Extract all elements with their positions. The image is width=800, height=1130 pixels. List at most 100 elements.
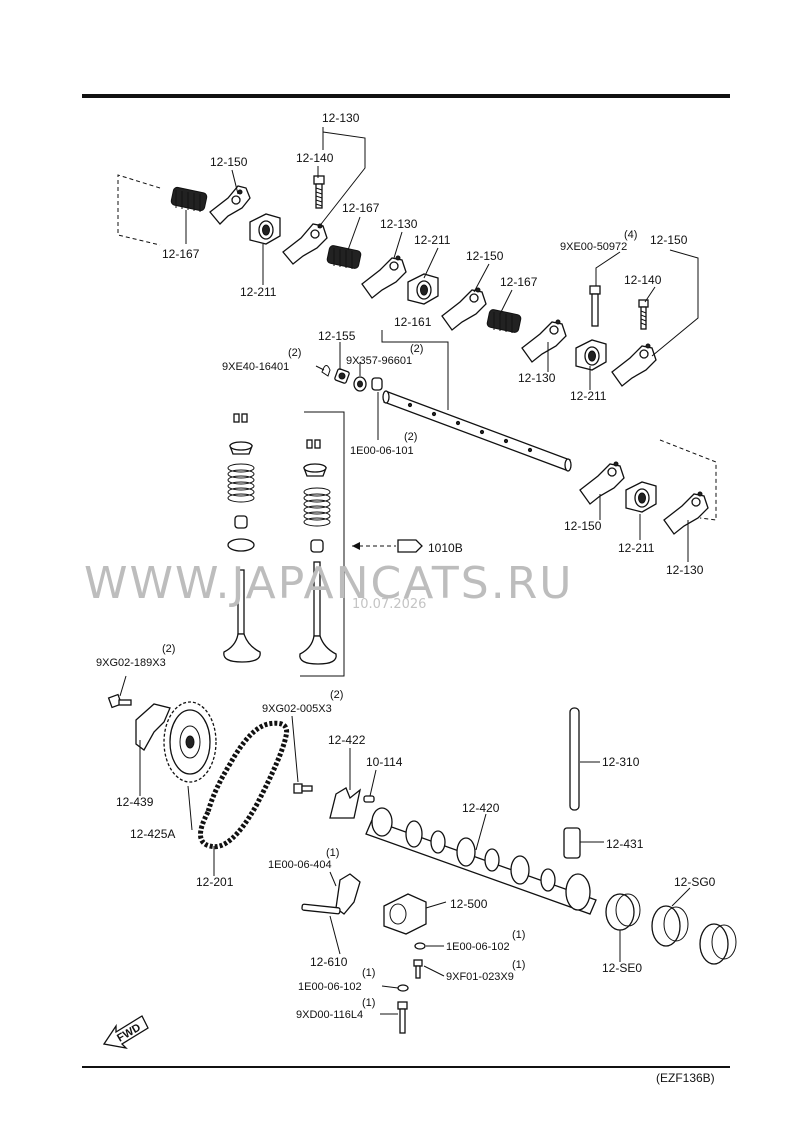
label-12-422: 12-422 xyxy=(328,733,366,747)
label-9xe00-50972: 9XE00-50972 xyxy=(560,241,627,253)
rocker-arm-12-150-d xyxy=(579,461,625,505)
label-12-211-c: 12-211 xyxy=(570,389,607,403)
bolt-12-140-top xyxy=(313,175,325,209)
label-1e00-06-102a: 1E00-06-102 xyxy=(446,941,510,953)
bolt-9xg02-005x3 xyxy=(293,783,313,794)
part-labels: 12-130 12-140 12-150 12-167 12-211 12-16… xyxy=(96,111,716,1021)
gear-12-610 xyxy=(301,873,361,915)
sprocket-12-425a xyxy=(163,701,217,783)
label-9xe40-qty: (2) xyxy=(288,347,301,359)
label-1e00-06-102a-qty: (1) xyxy=(512,929,525,941)
label-1010b: 1010B xyxy=(428,541,463,555)
label-12-431: 12-431 xyxy=(606,837,644,851)
spring-12-167-a xyxy=(170,186,208,212)
label-9x357-qty: (2) xyxy=(410,343,423,355)
housing-12-500 xyxy=(383,893,427,935)
washer-1e00-06-102-b xyxy=(397,984,409,992)
rocker-arm-12-130-a xyxy=(282,223,328,265)
label-12-150-c: 12-150 xyxy=(650,233,688,247)
bracket-12-211-a xyxy=(249,213,281,245)
timing-chain-12-201 xyxy=(198,720,290,850)
label-9xg02-189-qty: (2) xyxy=(162,643,175,655)
label-12-310: 12-310 xyxy=(602,755,640,769)
watermark-text: WWW.JAPANCATS.RU xyxy=(84,558,573,609)
label-12-500: 12-500 xyxy=(450,897,488,911)
spring-12-167-b xyxy=(326,245,362,269)
label-1e00-06-102b-qty: (1) xyxy=(362,967,375,979)
plug-1e00-06-101 xyxy=(371,377,383,391)
label-12-150-top: 12-150 xyxy=(210,155,248,169)
label-10-114: 10-114 xyxy=(366,755,403,769)
bearing-12-se0 xyxy=(605,893,641,931)
valve-assembly-left xyxy=(223,413,261,663)
bearing-12-sg0 xyxy=(651,905,737,965)
bolt-9xd00-116l4 xyxy=(397,1001,408,1034)
label-12-140-c: 12-140 xyxy=(624,273,662,287)
label-12-167-c: 12-167 xyxy=(500,275,538,289)
bracket-12-211-c xyxy=(575,339,607,371)
bracket-12-211-d xyxy=(625,481,657,513)
clip-9xe40-16401 xyxy=(321,365,331,377)
bolt-9xg02-189x3 xyxy=(107,693,132,709)
label-9xd00-qty: (1) xyxy=(362,997,375,1009)
label-12-167-b: 12-167 xyxy=(342,201,380,215)
label-1e00-06-102b: 1E00-06-102 xyxy=(298,981,362,993)
plate-12-439 xyxy=(135,703,171,751)
watermark-date: 10.07.2026 xyxy=(352,597,426,612)
label-12-439: 12-439 xyxy=(116,795,154,809)
label-9xg02-005-qty: (2) xyxy=(330,689,343,701)
push-rod-12-310 xyxy=(569,707,580,811)
spring-12-167-c xyxy=(486,309,522,333)
dashed-bracket-left xyxy=(117,174,161,246)
label-12-155: 12-155 xyxy=(318,329,356,343)
label-1e00-06-101-qty: (2) xyxy=(404,431,417,443)
reference-arrow-1010b xyxy=(352,539,423,553)
label-1e00-06-404: 1E00-06-404 xyxy=(268,859,332,871)
bracket-12-211-b xyxy=(407,273,439,305)
label-9xg02-189x3: 9XG02-189X3 xyxy=(96,657,166,669)
rocker-arm-12-130-b xyxy=(361,255,407,299)
rocker-arm-12-150-b xyxy=(441,287,487,331)
rocker-arm-12-130-c xyxy=(521,319,567,363)
nut-12-155 xyxy=(334,368,350,384)
label-12-211-d: 12-211 xyxy=(618,541,655,555)
label-12-420: 12-420 xyxy=(462,801,500,815)
label-12-201: 12-201 xyxy=(196,875,234,889)
label-12-130-d: 12-130 xyxy=(666,563,704,577)
fwd-label: FWD xyxy=(115,1022,143,1045)
label-9xd00-116l4: 9XD00-116L4 xyxy=(296,1009,363,1021)
label-12-140-top: 12-140 xyxy=(296,151,334,165)
bolt-9xe00-50972 xyxy=(589,285,601,327)
thrust-plate-12-422 xyxy=(329,787,362,819)
label-12-167-a: 12-167 xyxy=(162,247,200,261)
washer-1e00-06-102-a xyxy=(414,942,426,950)
rocker-arm-12-130-d xyxy=(663,491,709,535)
diagram-code: (EZF136B) xyxy=(656,1071,715,1085)
label-12-425a: 12-425A xyxy=(130,827,175,841)
pin-10-114 xyxy=(363,795,375,803)
label-9xe00-qty: (4) xyxy=(624,229,637,241)
washer-9x357-96601 xyxy=(353,376,367,392)
label-12-150-d: 12-150 xyxy=(564,519,602,533)
dashed-bracket-right xyxy=(659,439,717,521)
valve-group-bracket xyxy=(300,411,345,677)
label-1e00-06-404-qty: (1) xyxy=(326,847,339,859)
label-12-se0: 12-SE0 xyxy=(602,961,642,975)
label-12-161: 12-161 xyxy=(394,315,432,329)
rocker-shaft-12-161 xyxy=(382,390,572,472)
bolt-9xf01-023x9 xyxy=(413,959,423,979)
label-9xg02-005x3: 9XG02-005X3 xyxy=(262,703,332,715)
valve-assembly-right xyxy=(299,439,337,665)
label-1e00-06-101: 1E00-06-101 xyxy=(350,445,414,457)
rocker-arm-12-150-a xyxy=(209,185,251,225)
label-12-130-c: 12-130 xyxy=(518,371,556,385)
lifter-12-431 xyxy=(563,827,581,859)
bolt-12-140-c xyxy=(638,299,649,330)
label-12-211-a: 12-211 xyxy=(240,285,277,299)
label-9xf01-qty: (1) xyxy=(512,959,525,971)
leader-lines xyxy=(119,127,699,1015)
label-12-130-top: 12-130 xyxy=(322,111,360,125)
label-12-130-b: 12-130 xyxy=(380,217,418,231)
label-12-sg0: 12-SG0 xyxy=(674,875,716,889)
